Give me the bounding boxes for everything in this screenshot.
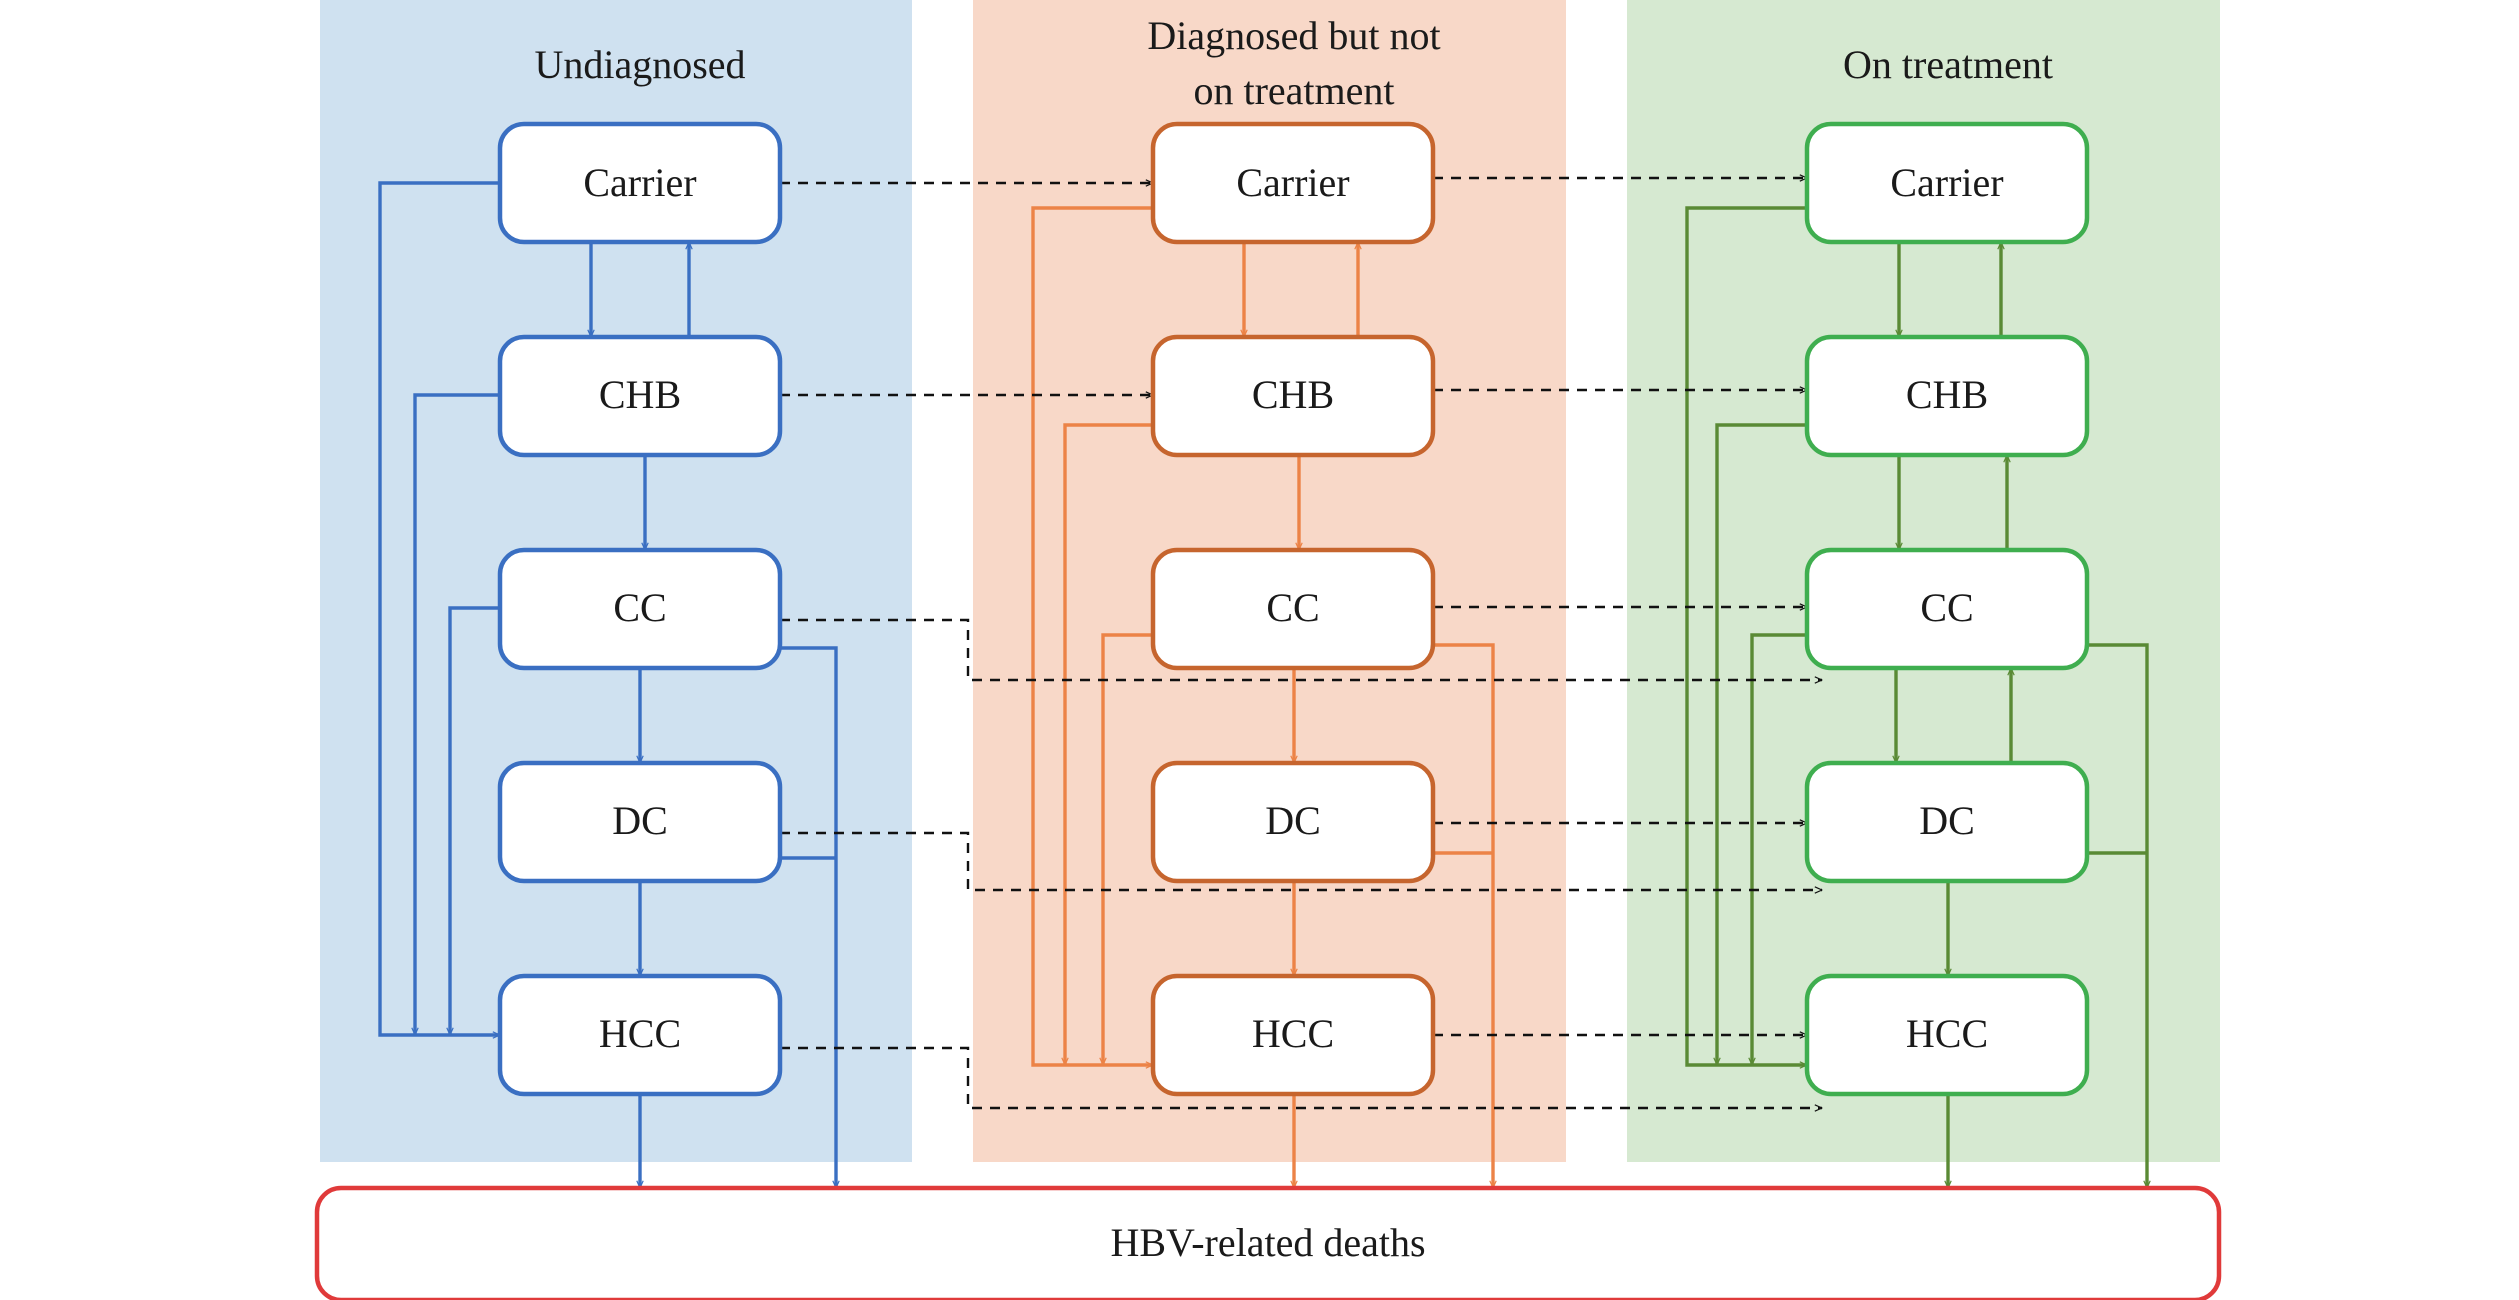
orange-arrow-cc-to-death xyxy=(1433,643,1493,1188)
diagnosed-column-title-line1: Diagnosed but not xyxy=(1147,13,1440,58)
dashed-arrow-hcc-to-treatment-direct xyxy=(780,1046,1822,1108)
green-arrow-cc-to-death xyxy=(2087,643,2147,1188)
undiagnosed-cc-node: CC xyxy=(497,547,783,671)
undiagnosed-hcc-node: HCC xyxy=(497,973,783,1097)
orange-arrow-chb-to-hcc xyxy=(1065,423,1153,1065)
treatment-hcc-node: HCC xyxy=(1804,973,2090,1097)
undiagnosed-chb-node: CHB xyxy=(497,334,783,458)
green-arrow-chb-to-hcc xyxy=(1717,423,1807,1065)
treatment-cc-label: CC xyxy=(1920,585,1973,630)
undiagnosed-chb-label: CHB xyxy=(599,372,681,417)
dashed-arrow-cc-to-treatment-direct xyxy=(780,618,1822,680)
diagnosed-column-title-line2: on treatment xyxy=(1193,68,1394,113)
green-arrow-cc-to-hcc xyxy=(1752,633,1807,1065)
treatment-dc-label: DC xyxy=(1919,798,1975,843)
diagnosis-treatment-transitions xyxy=(780,178,1822,1108)
diagnosed-chb-node: CHB xyxy=(1150,334,1436,458)
undiagnosed-carrier-node: Carrier xyxy=(497,121,783,245)
undiagnosed-dc-label: DC xyxy=(612,798,668,843)
blue-arrow-cc-to-hcc xyxy=(450,606,500,1035)
blue-arrow-chb-to-hcc xyxy=(415,393,500,1035)
diagnosed-hcc-label: HCC xyxy=(1252,1011,1334,1056)
blue-arrow-carrier-to-hcc xyxy=(378,181,500,1035)
diagnosed-cc-node: CC xyxy=(1150,547,1436,671)
treatment-column-title: On treatment xyxy=(1843,42,2053,87)
diagnosed-hcc-node: HCC xyxy=(1150,973,1436,1097)
diagnosed-chb-label: CHB xyxy=(1252,372,1334,417)
orange-arrow-carrier-to-hcc xyxy=(1031,206,1153,1065)
diagnosed-dc-node: DC xyxy=(1150,760,1436,884)
treatment-chb-label: CHB xyxy=(1906,372,1988,417)
diagnosed-carrier-node: Carrier xyxy=(1150,121,1436,245)
undiagnosed-hcc-label: HCC xyxy=(599,1011,681,1056)
treatment-carrier-node: Carrier xyxy=(1804,121,2090,245)
treatment-chb-node: CHB xyxy=(1804,334,2090,458)
treatment-cc-node: CC xyxy=(1804,547,2090,671)
orange-arrow-cc-to-hcc xyxy=(1103,633,1153,1065)
treatment-hcc-label: HCC xyxy=(1906,1011,1988,1056)
treatment-dc-node: DC xyxy=(1804,760,2090,884)
undiagnosed-transitions xyxy=(378,181,836,1188)
undiagnosed-dc-node: DC xyxy=(497,760,783,884)
diagnosed-cc-label: CC xyxy=(1266,585,1319,630)
blue-arrow-cc-to-death xyxy=(780,646,836,1188)
hbv-deaths-label: HBV-related deaths xyxy=(1110,1220,1425,1265)
treatment-carrier-label: Carrier xyxy=(1890,160,2003,205)
undiagnosed-cc-label: CC xyxy=(613,585,666,630)
green-arrow-carrier-to-hcc xyxy=(1685,206,1807,1065)
diagnosed-carrier-label: Carrier xyxy=(1236,160,1349,205)
diagnosed-transitions xyxy=(1031,206,1493,1188)
treatment-transitions xyxy=(1685,206,2147,1188)
undiagnosed-carrier-label: Carrier xyxy=(583,160,696,205)
undiagnosed-column-title: Undiagnosed xyxy=(534,42,745,87)
dashed-arrow-dc-to-treatment-direct xyxy=(780,831,1822,890)
hbv-deaths-node: HBV-related deaths xyxy=(314,1185,2222,1300)
diagnosed-dc-label: DC xyxy=(1265,798,1321,843)
